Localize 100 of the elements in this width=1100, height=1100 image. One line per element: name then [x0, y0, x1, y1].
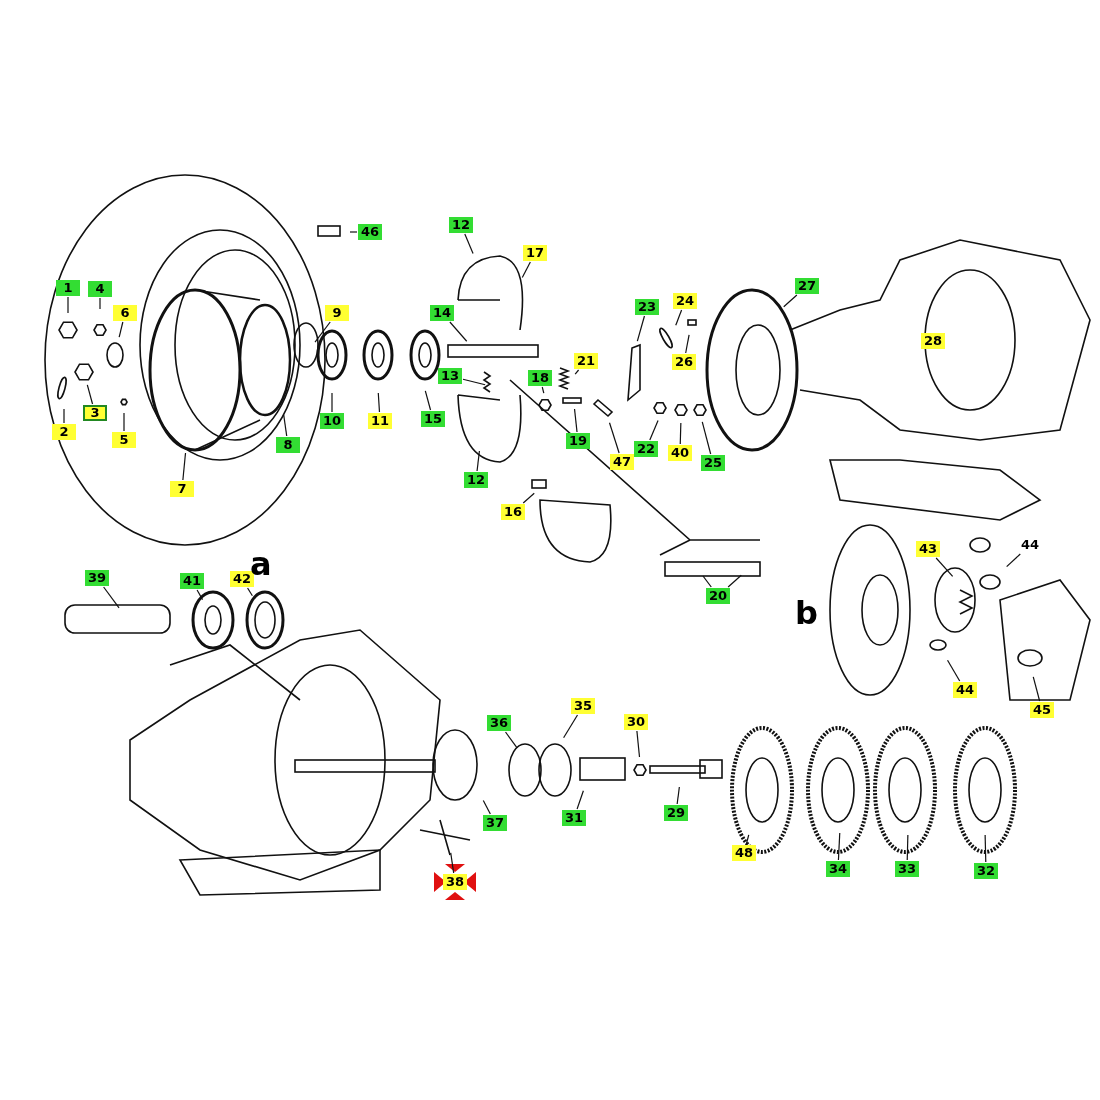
leader-line [476, 450, 481, 472]
callout-number: 25 [701, 455, 725, 471]
callout-number: 12 [449, 217, 473, 233]
leader-line [636, 730, 641, 758]
leader-line [450, 852, 455, 874]
callout-number: 8 [276, 437, 300, 453]
callout-number: 34 [826, 861, 850, 877]
leader-line [935, 557, 954, 577]
callout-number: 48 [732, 845, 756, 861]
callout-number: 32 [974, 863, 998, 879]
leader-line [608, 422, 620, 454]
callout-number: 11 [368, 413, 392, 429]
callout-number: 40 [668, 445, 692, 461]
leader-line [99, 297, 101, 310]
callout-number: 24 [673, 293, 697, 309]
callout-number: 41 [180, 573, 204, 589]
callout-number: 7 [170, 481, 194, 497]
leader-line [946, 659, 961, 682]
leader-line [482, 799, 491, 815]
leader-line [701, 421, 712, 455]
leader-line [563, 714, 579, 739]
leader-line [573, 408, 578, 433]
leader-line [462, 378, 486, 386]
callout-number: 36 [487, 715, 511, 731]
leader-line [331, 392, 333, 413]
leader-line [521, 261, 531, 279]
callout-number: 9 [325, 305, 349, 321]
leader-line [314, 321, 331, 343]
leader-line [679, 422, 682, 445]
callout-number: 2 [52, 424, 76, 440]
callout-number: 13 [438, 368, 462, 384]
leader-line [906, 834, 909, 861]
callout-number: 23 [635, 299, 659, 315]
callout-number: 12 [464, 472, 488, 488]
leader-line [1032, 676, 1041, 702]
leader-line [103, 586, 120, 609]
leader-line [86, 384, 94, 405]
leader-line [636, 315, 646, 342]
callout-number: 37 [483, 815, 507, 831]
leader-line [984, 834, 987, 863]
callout-number: 15 [421, 411, 445, 427]
leader-line [377, 392, 381, 413]
callout-number: 21 [574, 353, 598, 369]
callout-number: 6 [113, 305, 137, 321]
leader-line [676, 786, 680, 805]
callout-number: 18 [528, 370, 552, 386]
leader-line [574, 369, 580, 375]
leader-line [283, 414, 288, 437]
callout-number: 20 [706, 588, 730, 604]
leader-line [745, 834, 750, 845]
leader-line [541, 386, 545, 394]
callout-number: 3 [83, 405, 107, 421]
leader-line [182, 452, 187, 481]
callout-number: 38 [443, 874, 467, 890]
callout-number: 16 [501, 504, 525, 520]
callout-number: 1 [56, 280, 80, 296]
leader-line [349, 231, 358, 233]
callout-number: 44 [1018, 537, 1042, 553]
callout-number: 46 [358, 224, 382, 240]
leader-line [675, 309, 683, 326]
leader-line [837, 832, 841, 861]
leader-line [424, 390, 432, 411]
callout-number: 22 [634, 441, 658, 457]
leader-line [246, 587, 253, 597]
leader-line [685, 334, 690, 354]
callout-number: 39 [85, 570, 109, 586]
callout-number: 45 [1030, 702, 1054, 718]
leader-line [196, 589, 204, 601]
leader-line [464, 233, 474, 254]
leader-line [649, 420, 659, 441]
view-letter: b [795, 597, 818, 629]
leader-line [63, 408, 65, 424]
callout-number: 5 [112, 432, 136, 448]
leader-line [123, 412, 125, 432]
callout-number: 29 [664, 805, 688, 821]
callout-number: 30 [624, 714, 648, 730]
callout-number: 4 [88, 281, 112, 297]
leader-line [783, 294, 798, 308]
leader-line [1006, 553, 1021, 568]
leader-line [504, 731, 518, 749]
callout-number: 28 [921, 333, 945, 349]
callout-number: 47 [610, 454, 634, 470]
callout-number: 14 [430, 305, 454, 321]
callout-number: 44 [953, 682, 977, 698]
leader-line [702, 575, 712, 588]
leader-line [118, 321, 124, 338]
callout-number: 35 [571, 698, 595, 714]
callout-number: 31 [562, 810, 586, 826]
leader-line [67, 296, 69, 314]
callout-number: 33 [895, 861, 919, 877]
callout-number: 43 [916, 541, 940, 557]
leader-line [576, 790, 584, 810]
leader-line [522, 492, 535, 504]
callout-number: 19 [566, 433, 590, 449]
callout-number: 26 [672, 354, 696, 370]
callout-number: 17 [523, 245, 547, 261]
leader-line [449, 321, 468, 342]
callout-number: 10 [320, 413, 344, 429]
leader-line [727, 574, 742, 588]
callout-number: 27 [795, 278, 819, 294]
